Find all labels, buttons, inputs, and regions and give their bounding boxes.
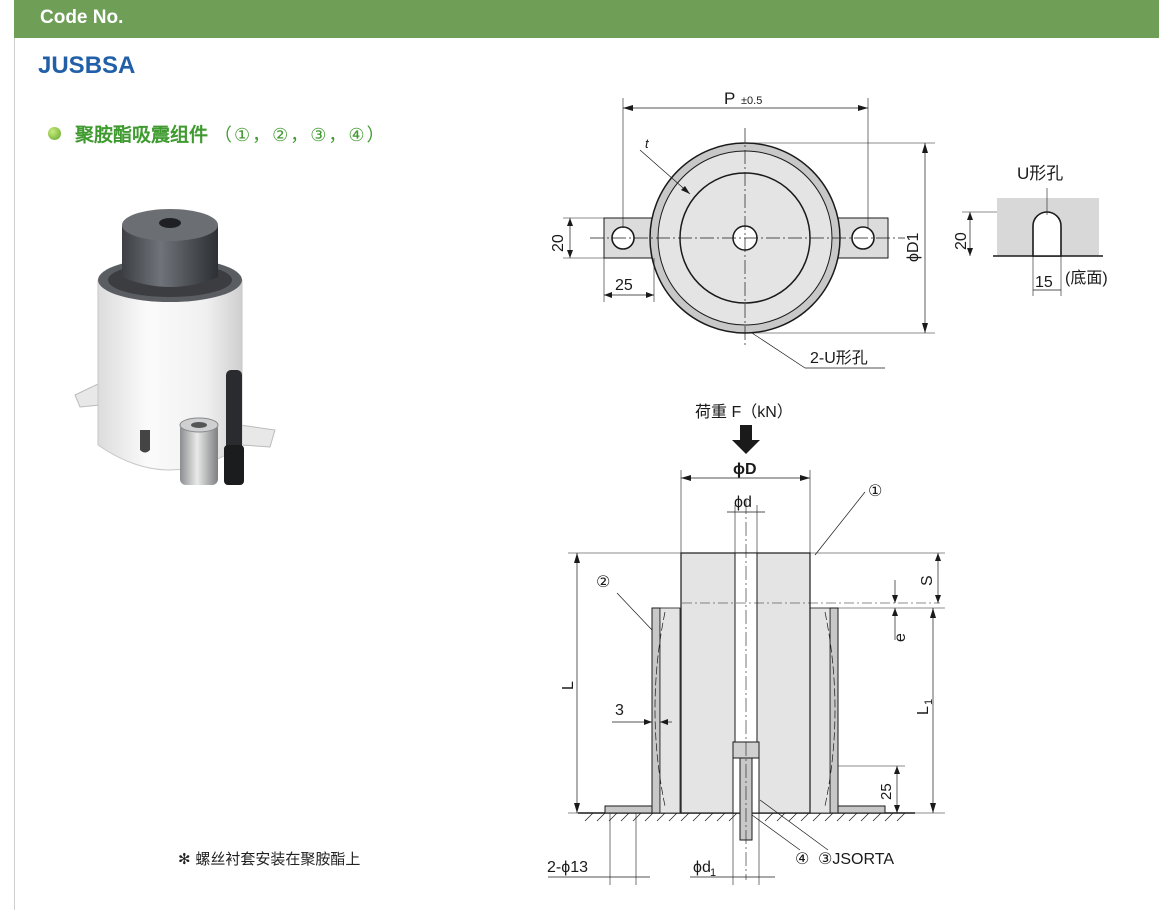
product-code: JUSBSA	[38, 52, 136, 79]
bore-diameter-label: ϕd	[734, 494, 752, 511]
u-hole-detail: U形孔 20 15 (底面)	[953, 164, 1108, 296]
bullet-icon	[48, 127, 61, 140]
pitch-tolerance: ±0.5	[741, 95, 762, 107]
bushing-diameter-subscript: 1	[710, 867, 716, 879]
part-2-label: ②	[596, 574, 610, 591]
u-hole-note: (底面)	[1065, 269, 1108, 287]
stroke-s-label: S	[919, 575, 936, 586]
load-arrow-icon	[732, 425, 760, 454]
u-hole-title: U形孔	[1017, 164, 1063, 183]
bushing-diameter-label: ϕd	[693, 859, 711, 876]
top-view	[563, 98, 935, 369]
side-view: 荷重 F（kN）	[547, 403, 945, 885]
part-3-label: ③JSORTA	[818, 851, 894, 868]
length-L1-subscript: 1	[923, 699, 935, 705]
part-4-label: ④	[795, 851, 809, 868]
thickness-label: t	[645, 136, 650, 151]
wall-thickness-label: 3	[615, 702, 624, 719]
base-height-label: 25	[878, 783, 895, 800]
product-parts: （①，②，③，④）	[214, 124, 387, 146]
length-L-label: L	[560, 681, 577, 690]
pitch-label: P	[724, 89, 735, 108]
technical-drawing: P ±0.5 t 20 25 ϕD1 2-U形孔 U形孔 20 15 (底面) …	[547, 89, 1108, 885]
product-subtitle: 聚胺酯吸震组件 （①，②，③，④）	[48, 120, 387, 147]
header-bar: Code No.	[14, 0, 1159, 38]
product-photo	[74, 209, 276, 485]
gap-e-label: e	[892, 633, 909, 642]
load-label: 荷重 F（kN）	[695, 403, 793, 421]
u-hole-height-label: 20	[953, 232, 970, 250]
outer-diameter-side-label: ϕD	[733, 461, 757, 478]
header-label: Code No.	[40, 7, 124, 28]
length-L1-label: L	[915, 706, 932, 715]
flange-height-label: 20	[550, 234, 567, 252]
product-title: 聚胺酯吸震组件	[75, 124, 209, 146]
note-text: ✻ 螺丝衬套安装在聚胺酯上	[178, 850, 361, 868]
flange-width-label: 25	[615, 277, 633, 294]
page-left-border	[14, 0, 15, 910]
u-hole-count-label: 2-U形孔	[810, 349, 868, 367]
u-hole-width-label: 15	[1035, 274, 1053, 291]
bolt-holes-label: 2-ϕ13	[547, 859, 588, 876]
part-1-label: ①	[868, 483, 882, 500]
outer-diameter-label: ϕD1	[905, 232, 922, 262]
